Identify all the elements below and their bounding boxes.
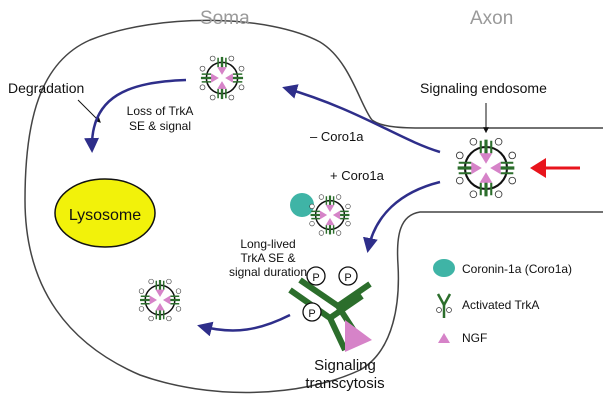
signal-arrow-head [530,158,546,178]
transcytosis-receptor: P P P [288,266,372,352]
arrow-plus-coro [363,180,441,253]
trka-receptor-icon [436,293,452,318]
endosome-soma-bottom [138,278,182,322]
long-lived-line3: signal duration [229,265,307,279]
minus-coro-label: – Coro1a [310,129,364,144]
lysosome [54,178,156,248]
cell-membrane [24,19,603,394]
svg-text:P: P [308,308,315,320]
arrow-to-lysosome [84,78,187,153]
ngf-icon [438,333,450,343]
soma-title: Soma [200,8,250,29]
svg-text:P: P [344,272,351,284]
degradation-label: Degradation [8,80,84,96]
plus-coro-label: + Coro1a [330,168,385,183]
loss-label-line1: Loss of TrkA [127,104,194,118]
legend-coronin-label: Coronin-1a (Coro1a) [462,262,572,276]
signaling-endosome-label: Signaling endosome [420,80,547,96]
loss-label-line2: SE & signal [129,119,191,133]
coronin-icon [433,259,455,277]
arrow-to-bottom-endosome [197,313,291,337]
coronin-blob [290,193,314,217]
legend: Coronin-1a (Coro1a) Activated TrkA NGF [433,259,572,345]
lysosome-label: Lysosome [69,207,141,224]
long-lived-line2: TrkA SE & [241,251,296,265]
axon-membrane-top [371,119,603,129]
legend-trka-label: Activated TrkA [462,298,539,312]
transcytosis-line2: transcytosis [305,375,384,392]
endosome-soma-top [198,54,246,102]
axon-title: Axon [470,8,513,29]
long-lived-line1: Long-lived [240,237,295,251]
transcytosis-line1: Signaling [314,357,376,374]
arrow-minus-coro [282,84,441,154]
endosome-coro [308,193,352,237]
legend-ngf-label: NGF [462,331,487,345]
endosome-axon [454,136,518,200]
svg-text:P: P [312,272,319,284]
